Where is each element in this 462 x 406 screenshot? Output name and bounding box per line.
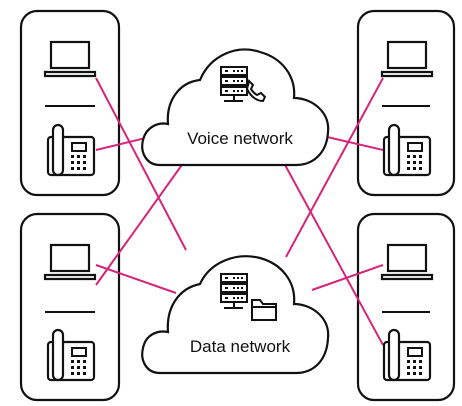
link [95,77,187,251]
link [95,147,195,286]
laptop-icon [380,40,434,78]
link [277,151,384,346]
desk-phone-icon [382,328,432,382]
desk-phone-icon [46,328,96,382]
desk-phone-icon [382,123,432,177]
laptop-icon [43,243,97,281]
desk-phone-icon [46,123,96,177]
link [95,264,177,294]
voice-network-cloud [141,48,330,167]
data-network-label: Data network [190,337,291,356]
top-right-group [356,9,456,197]
laptop-icon [43,40,97,78]
data-network-cloud [141,255,330,375]
laptop-icon [380,243,434,281]
voice-network-label: Voice network [187,129,293,148]
bottom-left-group [19,212,121,402]
server-folder-icon [220,273,277,321]
top-left-group [19,9,121,197]
bottom-right-group [356,212,456,402]
link [311,264,384,291]
server-phone-icon [220,66,267,103]
link [285,77,384,258]
connection-links [95,77,384,346]
